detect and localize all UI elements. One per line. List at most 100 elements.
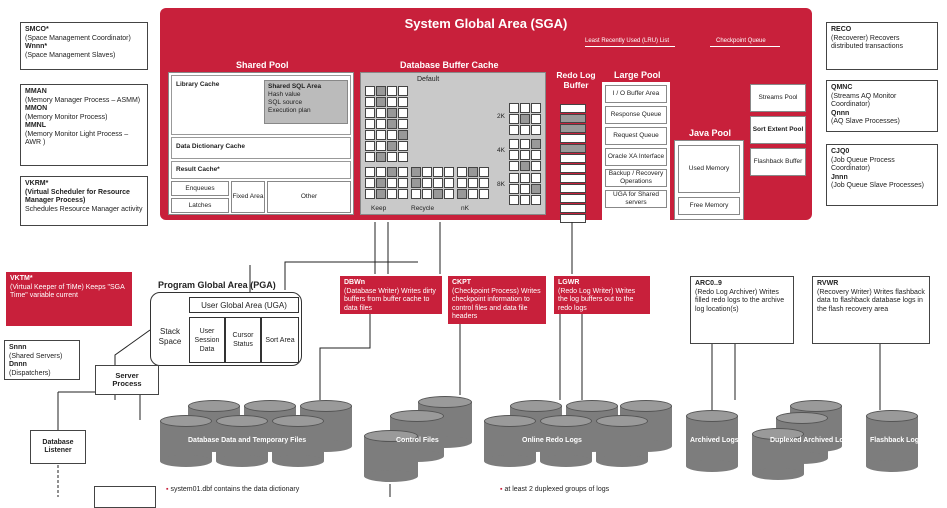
- buffer-block: [531, 114, 541, 124]
- buffer-block: [509, 139, 519, 149]
- buffer-block: [531, 139, 541, 149]
- user-session-data: User Session Data: [189, 317, 225, 363]
- buffer-block: [509, 195, 519, 205]
- streams-pool: Streams Pool: [750, 84, 806, 112]
- buffer-block: [509, 173, 519, 183]
- shared-sql-source: SQL source: [268, 99, 303, 106]
- buffer-block: [376, 167, 386, 177]
- snnn-name: Snnn: [9, 344, 27, 351]
- footnote-system01: ▪ system01.dbf contains the data diction…: [166, 486, 300, 493]
- buffer-block: [365, 167, 375, 177]
- buffer-block: [387, 178, 397, 188]
- buffer-block: [520, 114, 530, 124]
- size-4k-label: 4K: [497, 147, 505, 154]
- buffer-block: [457, 167, 467, 177]
- buffer-cache: Default Keep Recycle nK 2K 4K 8K: [360, 72, 546, 215]
- nk-buffer-grid: [457, 167, 489, 199]
- arcn-process: ARC0..9 (Redo Log Archiver) Writes fille…: [690, 276, 794, 344]
- buffer-block: [376, 189, 386, 199]
- ckpt-desc: (Checkpoint Process) Writes checkpoint i…: [452, 287, 541, 321]
- qmnc-desc: (Streams AQ Monitor Coordinator): [831, 92, 897, 109]
- dbwn-process: DBWn (Database Writer) Writes dirty buff…: [340, 276, 442, 314]
- library-cache: Library Cache Shared SQL Area Hash value…: [171, 75, 351, 135]
- buffer-block: [509, 184, 519, 194]
- reco-desc: (Recoverer) Recovers distributed transac…: [831, 34, 903, 51]
- recycle-label: Recycle: [411, 205, 435, 212]
- lru-list-line: [585, 46, 675, 47]
- buffer-block: [520, 139, 530, 149]
- buffer-block: [376, 141, 386, 151]
- buffer-block: [457, 178, 467, 188]
- enqueues: Enqueues: [171, 181, 229, 196]
- buffer-block: [398, 167, 408, 177]
- mmon-name: MMON: [25, 105, 48, 112]
- buffer-block: [387, 189, 397, 199]
- 4k-buffer-grid: [509, 139, 541, 171]
- buffer-block: [376, 152, 386, 162]
- large-pool-title: Large Pool: [614, 70, 661, 80]
- buffer-block: [444, 189, 454, 199]
- file-cylinder: [596, 415, 648, 467]
- data-dictionary-cache-label: Data Dictionary Cache: [176, 143, 245, 150]
- recycle-buffer-grid: [411, 167, 454, 199]
- nk-label: nK: [461, 205, 469, 212]
- buffer-block: [520, 184, 530, 194]
- buffer-block: [531, 184, 541, 194]
- dnnn-desc: (Dispatchers): [9, 369, 51, 377]
- buffer-block: [365, 189, 375, 199]
- file-cylinder: [160, 415, 212, 467]
- buffer-block: [365, 97, 375, 107]
- vktm-name: VKTM*: [10, 275, 33, 282]
- buffer-block: [422, 178, 432, 188]
- checkpoint-queue-label: Checkpoint Queue: [716, 38, 766, 44]
- arcn-name: ARC0..9: [695, 280, 722, 287]
- vkrm-desc2: Schedules Resource Manager activity: [25, 205, 143, 213]
- buffer-block: [422, 167, 432, 177]
- buffer-block: [520, 150, 530, 160]
- dnnn-name: Dnnn: [9, 361, 27, 368]
- cursor-status: Cursor Status: [225, 317, 261, 363]
- buffer-block: [444, 167, 454, 177]
- online-redo-logs-label: Online Redo Logs: [522, 437, 582, 444]
- buffer-block: [365, 178, 375, 188]
- archived-logs-label: Archived Logs: [690, 437, 739, 444]
- response-queue: Response Queue: [605, 106, 667, 124]
- ckpt-process: CKPT (Checkpoint Process) Writes checkpo…: [448, 276, 546, 324]
- sga-title: System Global Area (SGA): [404, 16, 568, 31]
- redo-buffer-block: [560, 164, 586, 173]
- buffer-block: [457, 189, 467, 199]
- pga-title: Program Global Area (PGA): [158, 280, 276, 290]
- buffer-block: [531, 161, 541, 171]
- buffer-block: [376, 97, 386, 107]
- java-pool-title: Java Pool: [689, 128, 732, 138]
- control-files-label: Control Files: [396, 437, 439, 444]
- fixed-area: Fixed Area: [231, 181, 265, 213]
- mmnl-desc: (Memory Monitor Light Process – AWR ): [25, 130, 129, 147]
- dbwn-desc: (Database Writer) Writes dirty buffers f…: [344, 287, 436, 312]
- shared-sql-title: Shared SQL Area: [268, 83, 322, 90]
- buffer-block: [531, 103, 541, 113]
- buffer-block: [520, 195, 530, 205]
- buffer-block: [365, 108, 375, 118]
- smco-note: SMCO* (Space Management Coordinator) Wnn…: [20, 22, 148, 70]
- buffer-block: [531, 125, 541, 135]
- keep-label: Keep: [371, 205, 387, 212]
- cjq0-desc: (Job Queue Process Coordinator): [831, 156, 895, 173]
- java-pool: Used Memory Free Memory: [674, 140, 744, 220]
- redo-buffer-block: [560, 194, 586, 203]
- mmon-desc: (Memory Monitor Process): [25, 113, 108, 121]
- buffer-block: [365, 119, 375, 129]
- request-queue: Request Queue: [605, 127, 667, 145]
- duplexed-archived-logs-label: Duplexed Archived Logs: [770, 437, 852, 444]
- buffer-block: [509, 161, 519, 171]
- shared-sql-plan: Execution plan: [268, 107, 311, 114]
- redo-log-buffer: [560, 104, 586, 224]
- uga-label: User Global Area (UGA): [189, 297, 299, 313]
- qmnc-name: QMNC: [831, 84, 853, 91]
- file-cylinder: [364, 430, 418, 482]
- redo-log-buffer-title: Redo Log Buffer: [556, 70, 596, 90]
- ckpt-name: CKPT: [452, 279, 472, 286]
- buffer-block: [398, 119, 408, 129]
- buffer-block: [479, 167, 489, 177]
- smco-desc: (Space Management Coordinator): [25, 34, 131, 42]
